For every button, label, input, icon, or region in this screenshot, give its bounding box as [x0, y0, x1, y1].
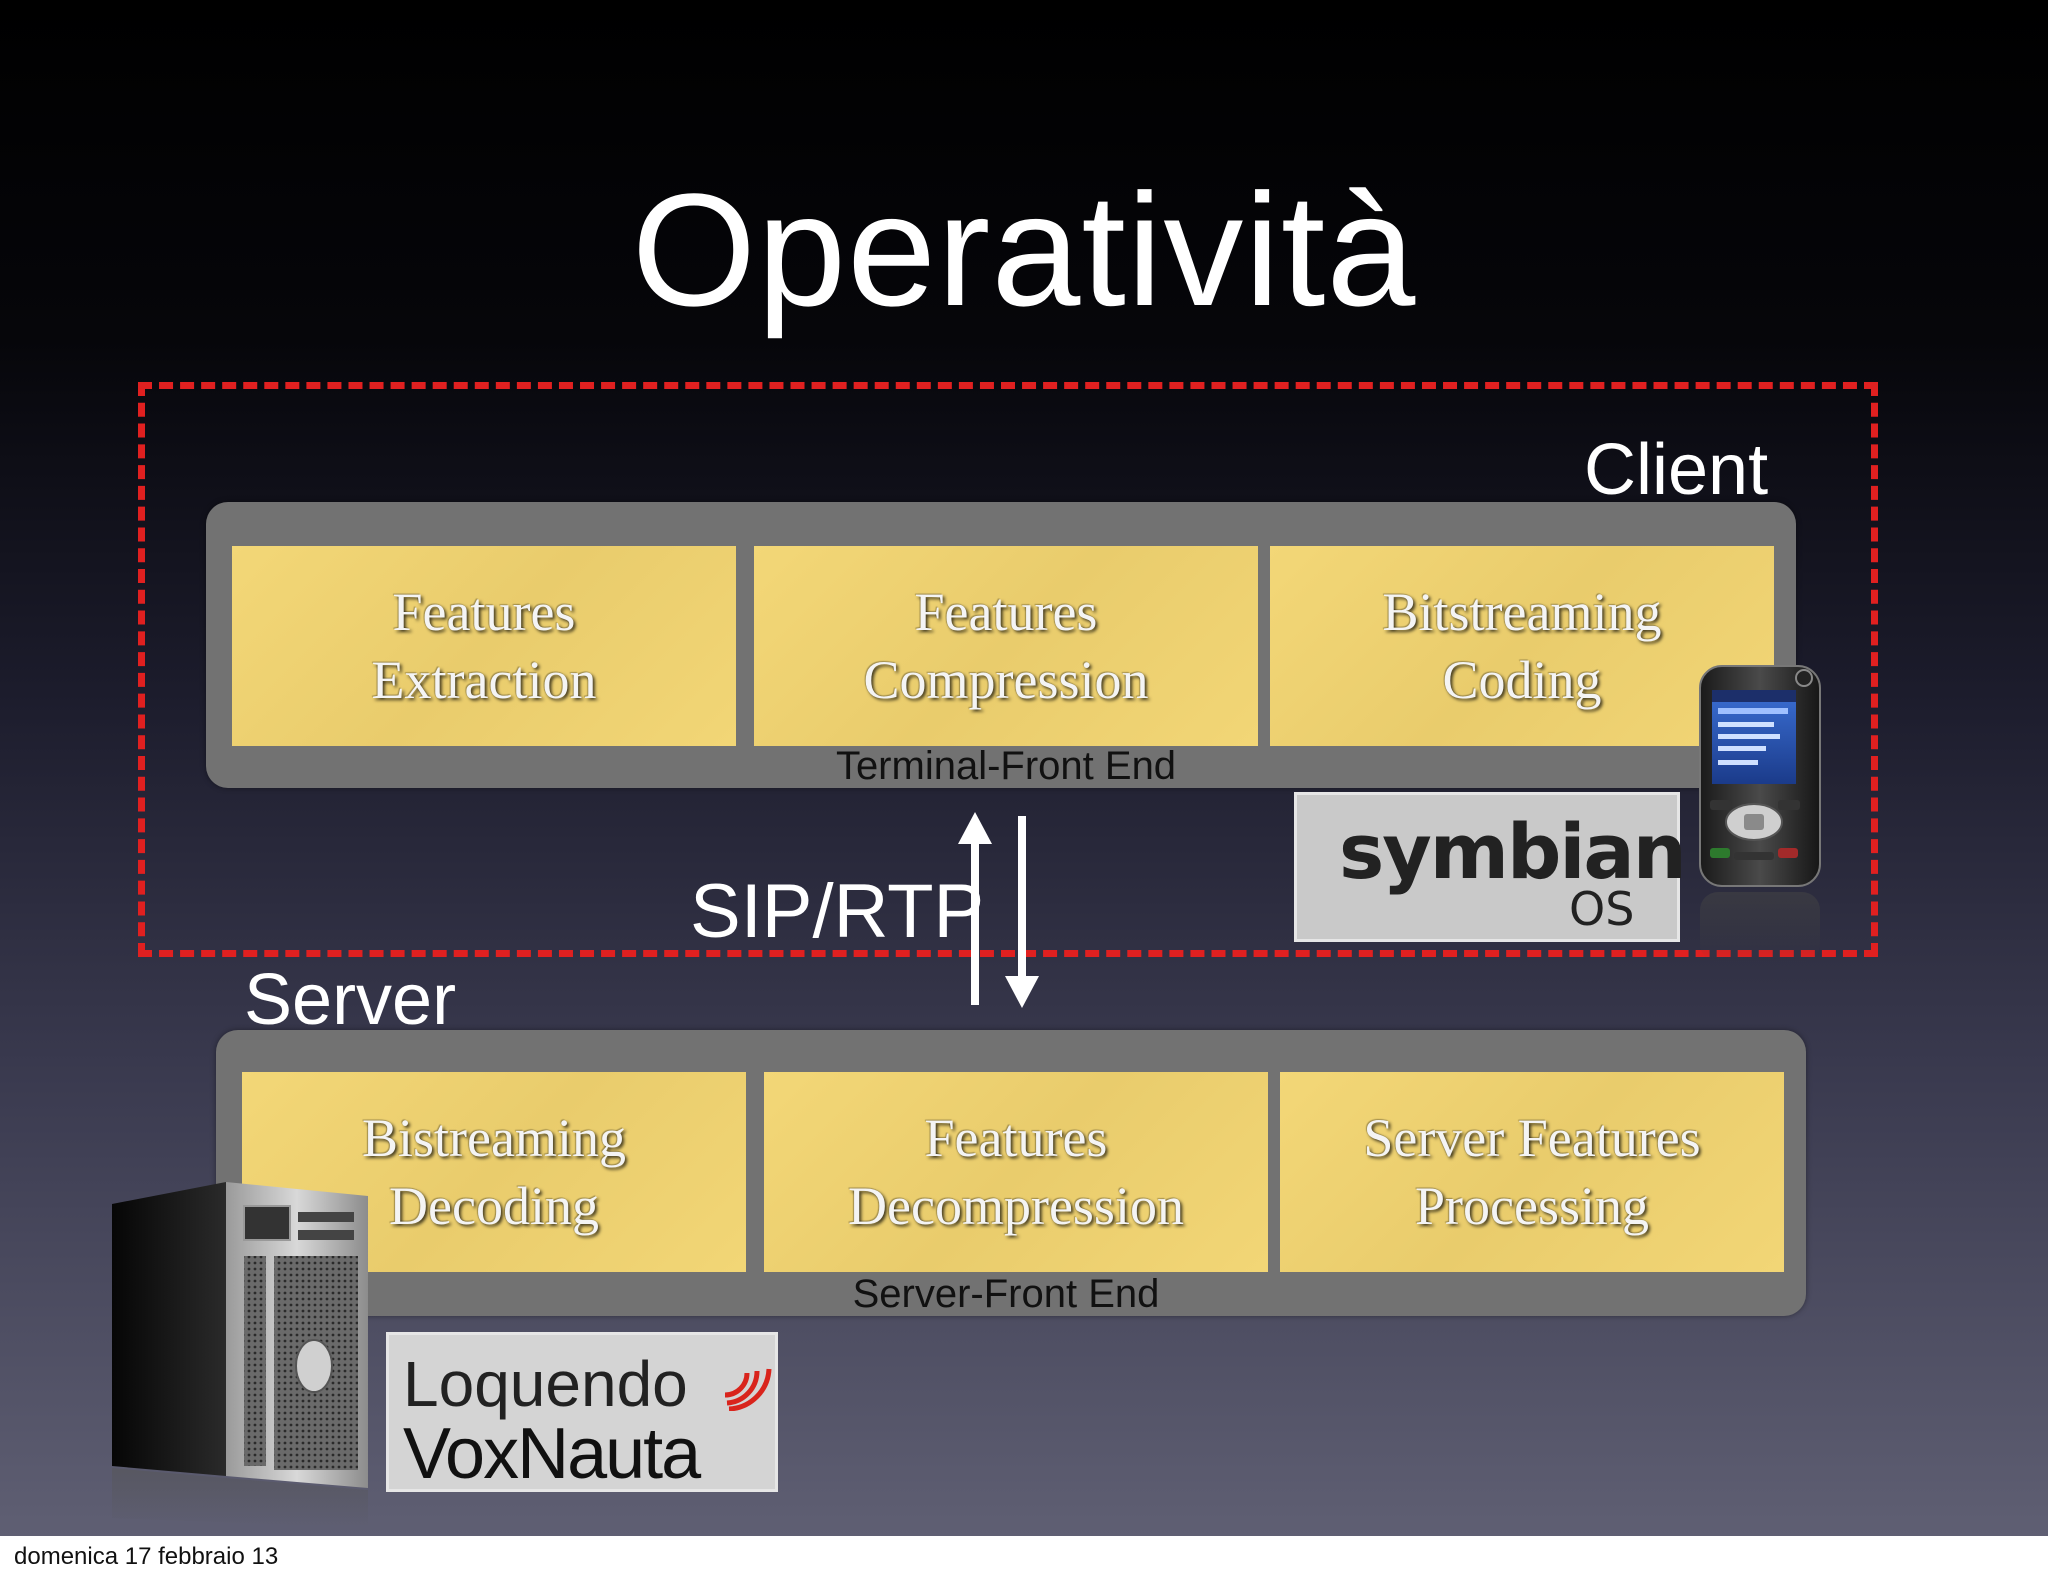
block-label: Features Compression	[863, 582, 1149, 710]
server-label: Server	[244, 960, 457, 1040]
features-compression-block: Features Compression	[754, 546, 1258, 746]
block-label: Bitstreaming Coding	[1382, 582, 1662, 710]
block-label: Server Features Processing	[1363, 1108, 1701, 1236]
loquendo-voxnauta-logo: Loquendo VoxNauta	[386, 1332, 778, 1494]
mobile-phone-icon	[1699, 665, 1821, 962]
server-features-processing-block: Server Features Processing	[1280, 1072, 1784, 1272]
voxnauta-logo-word: VoxNauta	[403, 1414, 701, 1494]
server-front-end-caption: Server-Front End	[852, 1272, 1160, 1316]
bistreaming-decoding-block: Bistreaming Decoding	[242, 1072, 746, 1272]
bitstreaming-coding-block: Bitstreaming Coding	[1270, 546, 1774, 746]
slide-title: Operatività	[631, 160, 1417, 339]
features-decompression-block: Features Decompression	[764, 1072, 1268, 1272]
footer-date: domenica 17 febbraio 13	[14, 1543, 279, 1570]
features-extraction-block: Features Extraction	[232, 546, 736, 746]
client-boundary	[138, 382, 1878, 957]
block-label: Features Decompression	[848, 1108, 1184, 1236]
symbian-os-logo: symbian OS	[1294, 792, 1687, 942]
client-panel: Features Extraction Features Compression…	[206, 502, 1796, 788]
sip-rtp-label: SIP/RTP	[690, 869, 985, 954]
bidirectional-arrows-icon	[958, 812, 1039, 1008]
loquendo-logo-word: Loquendo	[403, 1348, 688, 1420]
block-label: Bistreaming Decoding	[362, 1108, 626, 1236]
server-panel: Bistreaming Decoding Features Decompress…	[216, 1030, 1806, 1316]
client-label: Client	[1584, 430, 1769, 510]
symbian-logo-os: OS	[1569, 882, 1635, 936]
server-tower-icon	[112, 1182, 368, 1528]
slide: Operatività Client Features Extraction F…	[0, 0, 2048, 1536]
terminal-front-end-caption: Terminal-Front End	[835, 744, 1177, 788]
sound-waves-icon	[724, 1368, 772, 1411]
block-label: Features Extraction	[371, 582, 597, 710]
symbian-logo-word: symbian	[1339, 807, 1687, 896]
